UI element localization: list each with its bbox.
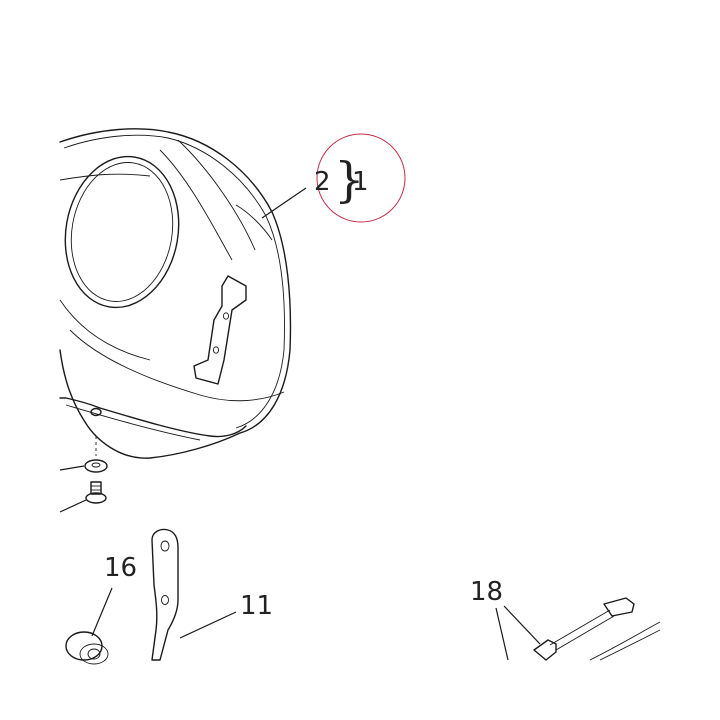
rail-part-18 (495, 597, 661, 661)
screw (59, 481, 107, 513)
headlight-housing (59, 128, 307, 459)
callout-18: 18 (470, 577, 503, 607)
callout-brace: } (334, 152, 365, 208)
grommet-part-16 (65, 587, 113, 665)
callout-2: 2 (314, 167, 331, 197)
bracket-part-11 (151, 528, 237, 661)
highlight-circle (316, 133, 406, 223)
callout-1: 1 (352, 167, 369, 197)
callout-16: 16 (104, 553, 137, 583)
callout-11: 11 (240, 591, 273, 621)
washer (59, 436, 108, 473)
